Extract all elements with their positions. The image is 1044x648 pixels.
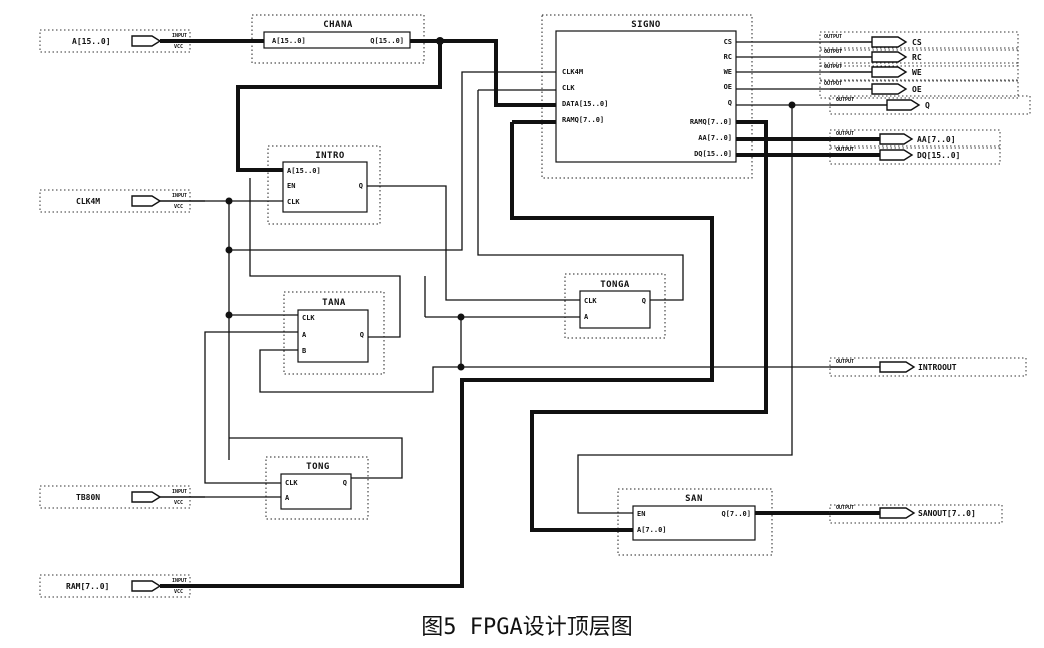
input-pin-ram: RAM[7..0] INPUT VCC bbox=[39, 574, 205, 598]
tana-port-a: A bbox=[302, 331, 307, 339]
output-pin-rc: OUTPUT RC bbox=[819, 47, 1019, 67]
block-tonga: TONGA CLK A Q bbox=[564, 273, 666, 339]
tana-port-b: B bbox=[302, 347, 306, 355]
output-pin-dq: OUTPUT DQ[15..0] bbox=[829, 145, 1001, 165]
tonga-port-clk: CLK bbox=[584, 297, 597, 305]
output-pin-introout: OUTPUT INTROOUT bbox=[829, 357, 1027, 377]
input-type-a: INPUT bbox=[172, 33, 187, 39]
signo-port-cs: CS bbox=[724, 38, 732, 46]
input-label-a: A[15..0] bbox=[72, 37, 111, 46]
intro-title: INTRO bbox=[315, 151, 345, 161]
tana-port-q: Q bbox=[360, 331, 364, 339]
signo-port-dq: DQ[15..0] bbox=[694, 150, 732, 158]
input-label-ram: RAM[7..0] bbox=[66, 582, 109, 591]
output-type-aa: OUTPUT bbox=[836, 131, 854, 137]
signo-port-ramq-out: RAMQ[7..0] bbox=[690, 118, 732, 126]
san-port-q: Q[7..0] bbox=[721, 510, 751, 518]
output-type-rc: OUTPUT bbox=[824, 49, 842, 55]
san-title: SAN bbox=[685, 494, 703, 504]
output-label-introout: INTROOUT bbox=[918, 363, 957, 372]
output-pin-aa: OUTPUT AA[7..0] bbox=[829, 129, 1001, 149]
output-type-sanout: OUTPUT bbox=[836, 505, 854, 511]
junction-dots bbox=[225, 37, 796, 371]
signo-port-clk: CLK bbox=[562, 84, 575, 92]
san-port-en: EN bbox=[637, 510, 645, 518]
input-vcc-ram: VCC bbox=[174, 589, 183, 595]
figure-caption: 图5 FPGA设计顶层图 bbox=[421, 615, 632, 640]
chana-title: CHANA bbox=[323, 20, 353, 30]
signo-port-we: WE bbox=[724, 68, 732, 76]
tonga-port-a: A bbox=[584, 313, 589, 321]
intro-port-clk: CLK bbox=[287, 198, 300, 206]
signo-port-q: Q bbox=[728, 99, 732, 107]
input-type-ram: INPUT bbox=[172, 578, 187, 584]
output-type-introout: OUTPUT bbox=[836, 359, 854, 365]
input-vcc-clk4m: VCC bbox=[174, 204, 183, 210]
input-type-clk4m: INPUT bbox=[172, 193, 187, 199]
output-pins: OUTPUT CS OUTPUT RC OUTPUT WE OUTPUT OE bbox=[819, 31, 1031, 524]
output-pin-cs: OUTPUT CS bbox=[819, 31, 1019, 51]
output-type-cs: OUTPUT bbox=[824, 34, 842, 40]
tong-port-clk: CLK bbox=[285, 479, 298, 487]
signo-title: SIGNO bbox=[631, 20, 661, 30]
input-pins: A[15..0] INPUT VCC CLK4M INPUT VCC TB80N… bbox=[39, 29, 205, 598]
output-label-cs: CS bbox=[912, 38, 922, 47]
input-label-tb80n: TB80N bbox=[76, 493, 100, 502]
output-pin-q: OUTPUT Q bbox=[829, 95, 1031, 115]
signo-port-aa: AA[7..0] bbox=[698, 134, 732, 142]
intro-port-en: EN bbox=[287, 182, 295, 190]
output-pin-we: OUTPUT WE bbox=[819, 62, 1019, 82]
tong-port-a: A bbox=[285, 494, 290, 502]
signo-port-ramq-in: RAMQ[7..0] bbox=[562, 116, 604, 124]
intro-port-a: A[15..0] bbox=[287, 167, 321, 175]
intro-port-q: Q bbox=[359, 182, 363, 190]
tana-port-clk: CLK bbox=[302, 314, 315, 322]
tonga-title: TONGA bbox=[600, 280, 630, 290]
output-type-oe: OUTPUT bbox=[824, 81, 842, 87]
output-pin-oe: OUTPUT OE bbox=[819, 79, 1019, 99]
tong-title: TONG bbox=[306, 462, 330, 472]
input-vcc-a: VCC bbox=[174, 44, 183, 50]
signo-port-rc: RC bbox=[724, 53, 732, 61]
output-label-q: Q bbox=[925, 101, 930, 110]
block-tong: TONG CLK A Q bbox=[265, 456, 369, 520]
thin-wires bbox=[204, 41, 830, 514]
output-label-we: WE bbox=[912, 68, 922, 77]
chana-port-a: A[15..0] bbox=[272, 37, 306, 45]
output-pin-sanout: OUTPUT SANOUT[7..0] bbox=[829, 504, 1003, 524]
output-label-dq: DQ[15..0] bbox=[917, 151, 960, 160]
input-pin-tb80n: TB80N INPUT VCC bbox=[39, 485, 205, 509]
tana-title: TANA bbox=[322, 298, 346, 308]
block-chana: CHANA A[15..0] Q[15..0] bbox=[251, 14, 425, 64]
thick-buses bbox=[205, 39, 830, 588]
signo-port-data: DATA[15..0] bbox=[562, 100, 608, 108]
tong-port-q: Q bbox=[343, 479, 347, 487]
signo-port-clk4m: CLK4M bbox=[562, 68, 583, 76]
signo-port-oe: OE bbox=[724, 83, 732, 91]
output-label-aa: AA[7..0] bbox=[917, 135, 956, 144]
output-label-sanout: SANOUT[7..0] bbox=[918, 509, 976, 518]
input-pin-clk4m: CLK4M INPUT VCC bbox=[39, 189, 205, 213]
output-label-rc: RC bbox=[912, 53, 922, 62]
block-intro: INTRO A[15..0] EN CLK Q bbox=[267, 145, 381, 225]
input-pin-a: A[15..0] INPUT VCC bbox=[39, 29, 205, 53]
output-type-q: OUTPUT bbox=[836, 97, 854, 103]
output-type-we: OUTPUT bbox=[824, 64, 842, 70]
san-port-a: A[7..0] bbox=[637, 526, 667, 534]
input-type-tb80n: INPUT bbox=[172, 489, 187, 495]
output-label-oe: OE bbox=[912, 85, 922, 94]
input-vcc-tb80n: VCC bbox=[174, 500, 183, 506]
output-type-dq: OUTPUT bbox=[836, 147, 854, 153]
chana-port-q: Q[15..0] bbox=[370, 37, 404, 45]
block-tana: TANA CLK A B Q bbox=[283, 291, 385, 375]
block-san: SAN EN A[7..0] Q[7..0] bbox=[617, 488, 773, 556]
block-signo: SIGNO CLK4M CLK DATA[15..0] RAMQ[7..0] C… bbox=[541, 14, 753, 179]
input-label-clk4m: CLK4M bbox=[76, 197, 100, 206]
tonga-port-q: Q bbox=[642, 297, 646, 305]
